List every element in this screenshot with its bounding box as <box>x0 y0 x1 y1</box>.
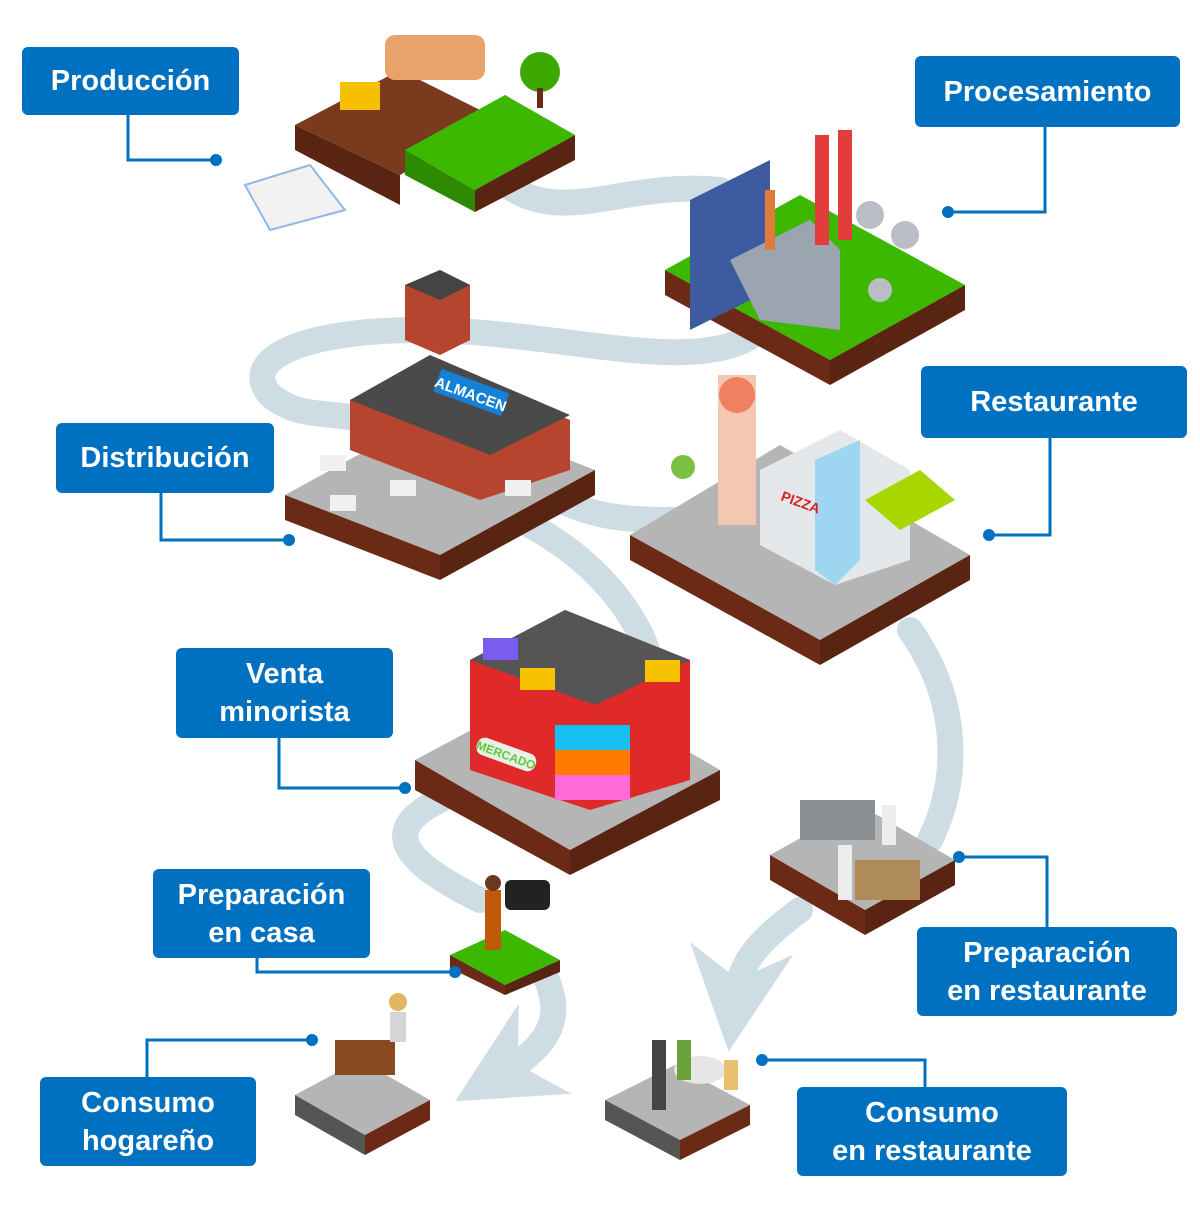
grill-icon <box>450 875 560 995</box>
label-preparacion-restaurante: Preparación en restaurante <box>917 927 1177 1016</box>
connector-restaurante <box>990 437 1052 537</box>
flow-segment-retail-grill <box>392 787 493 913</box>
connector-distribucion <box>159 492 288 542</box>
label-distribucion: Distribución <box>56 423 274 493</box>
label-preparacion-casa: Preparación en casa <box>153 869 370 958</box>
label-restaurante: Restaurante <box>921 366 1187 438</box>
restaurant-dining-icon <box>605 1040 750 1160</box>
flow-segment-grill-home <box>455 962 572 1102</box>
flow-segment-kitchen-restaurant-dining <box>689 897 813 1052</box>
connectors <box>126 115 1052 1088</box>
kitchen-icon <box>770 800 955 935</box>
warehouse-icon: ALMACEN <box>285 270 595 580</box>
label-venta-minorista: Venta minorista <box>176 648 393 738</box>
flow-path <box>249 167 964 1102</box>
restaurant-building-icon: PIZZA <box>630 375 970 665</box>
flow-segment-production-processing <box>487 167 733 216</box>
connector-consumo-restaurante <box>763 1058 927 1088</box>
connector-venta-minorista <box>277 737 404 790</box>
supermarket-icon: MERCADO <box>415 610 720 875</box>
connector-preparacion-restaurante <box>959 855 1049 927</box>
family-dinner-icon <box>295 993 430 1155</box>
farm-icon <box>243 35 575 232</box>
label-produccion: Producción <box>22 47 239 115</box>
connector-produccion <box>126 115 215 162</box>
connector-procesamiento <box>948 125 1047 214</box>
flow-segment-processing-distribution <box>249 316 773 433</box>
label-procesamiento: Procesamiento <box>915 56 1180 127</box>
connector-preparacion-casa <box>255 957 454 974</box>
label-consumo-restaurante: Consumo en restaurante <box>797 1087 1067 1176</box>
connector-consumo-hogareno <box>145 1038 312 1077</box>
connector-dots <box>210 154 995 1066</box>
label-consumo-hogareno: Consumo hogareño <box>40 1077 256 1166</box>
factory-icon <box>665 130 965 385</box>
flow-segment-restaurant-kitchen <box>897 617 964 853</box>
